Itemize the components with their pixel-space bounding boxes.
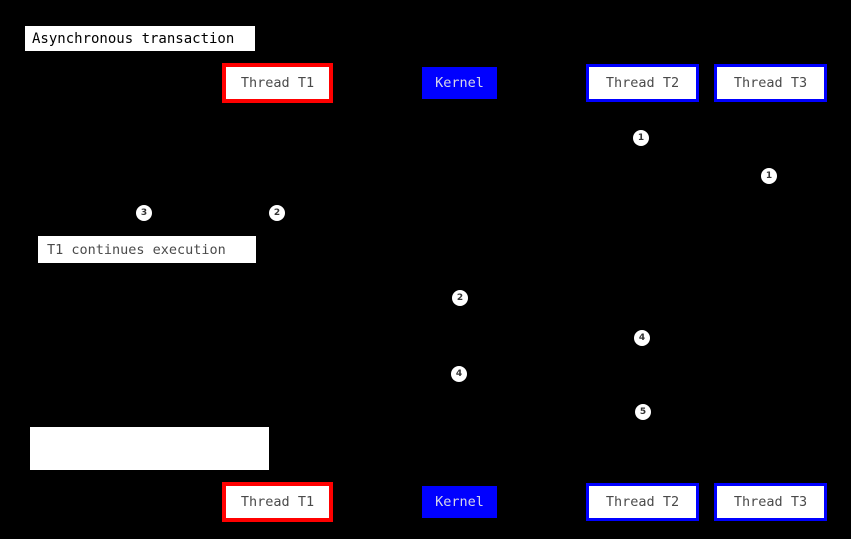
participant-label: Kernel [435, 75, 484, 91]
lifeline-thread-t3 [770, 102, 771, 483]
participant-label: Thread T1 [240, 494, 315, 510]
step-marker-t1-2: 2 [269, 205, 285, 221]
participant-thread-t1-bottom[interactable]: Thread T1 [222, 482, 333, 522]
participant-label: Thread T3 [733, 494, 808, 510]
arrowhead-t3-bottom [766, 480, 774, 485]
diagram-title-note: Asynchronous transaction [24, 25, 256, 52]
participant-label: Thread T2 [605, 75, 680, 91]
arrowhead-t2-bottom [638, 480, 646, 485]
participant-thread-t2-bottom[interactable]: Thread T2 [586, 483, 699, 521]
lifeline-thread-t2 [642, 102, 643, 483]
participant-thread-t2-top[interactable]: Thread T2 [586, 64, 699, 102]
step-marker-kernel-2: 2 [452, 290, 468, 306]
participant-kernel-bottom[interactable]: Kernel [422, 486, 497, 518]
step-marker-t2-1: 1 [633, 130, 649, 146]
participant-label: Thread T2 [605, 494, 680, 510]
note-text: T1 continues execution [47, 241, 226, 258]
step-marker-t1-3: 3 [136, 205, 152, 221]
step-marker-t2-5: 5 [635, 404, 651, 420]
step-marker-kernel-4: 4 [451, 366, 467, 382]
diagram-title-text: Asynchronous transaction [32, 30, 235, 47]
arrowhead-t1-bottom [273, 479, 281, 484]
lifeline-thread-t1 [277, 103, 278, 482]
participant-kernel-top[interactable]: Kernel [422, 67, 497, 99]
participant-thread-t1-top[interactable]: Thread T1 [222, 63, 333, 103]
note-t1-continues: T1 continues execution [37, 235, 257, 264]
step-marker-t3-1: 1 [761, 168, 777, 184]
participant-thread-t3-top[interactable]: Thread T3 [714, 64, 827, 102]
participant-thread-t3-bottom[interactable]: Thread T3 [714, 483, 827, 521]
participant-label: Thread T3 [733, 75, 808, 91]
note-blank [30, 427, 269, 470]
participant-label: Kernel [435, 494, 484, 510]
step-marker-t2-4: 4 [634, 330, 650, 346]
participant-label: Thread T1 [240, 75, 315, 91]
